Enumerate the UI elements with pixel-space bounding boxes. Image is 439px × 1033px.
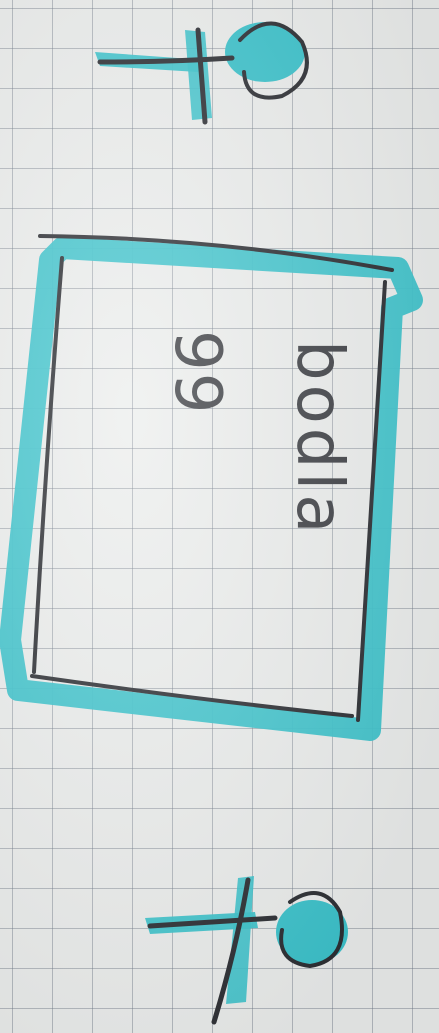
board-word-group: bodla [282, 340, 356, 537]
stick-figure-top [95, 22, 307, 122]
board-word: bodla [282, 340, 356, 537]
board-number: 99 [160, 330, 234, 415]
board-number-group: 99 [160, 330, 234, 415]
stick-figure-bottom [145, 876, 348, 1022]
